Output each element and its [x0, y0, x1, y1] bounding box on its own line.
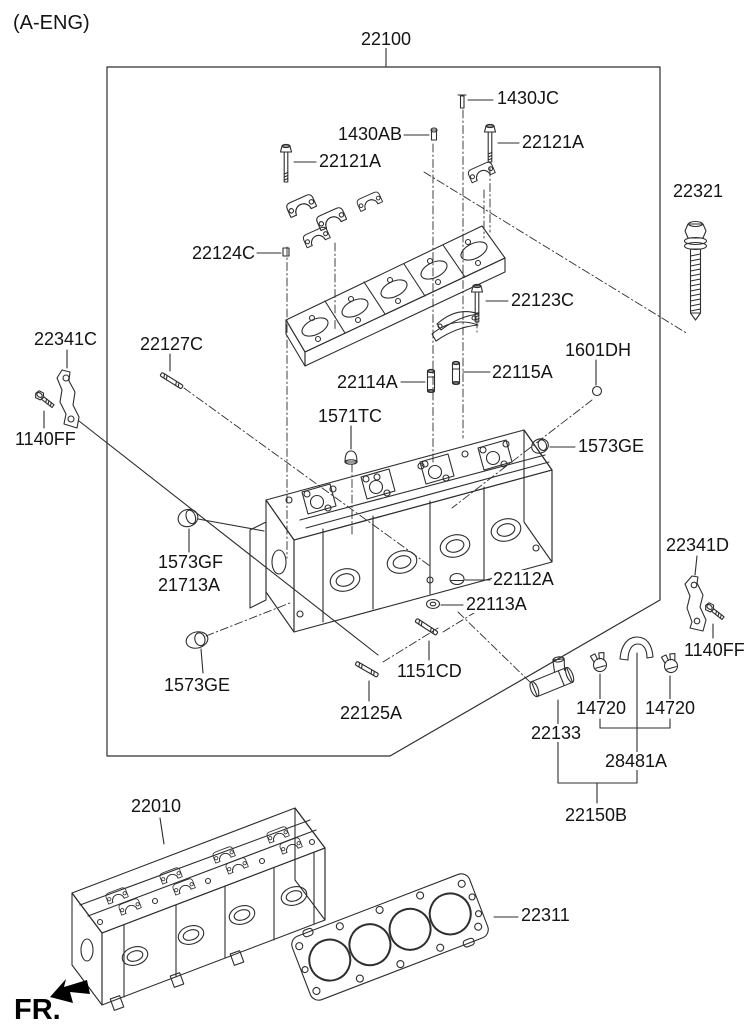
stud-1151cd-drawing [414, 617, 439, 636]
front-direction-arrow [50, 979, 90, 1003]
plug-1601dh-drawing [591, 385, 603, 397]
pin-1430ab-drawing [430, 127, 438, 141]
part-label-1430ab: 1430AB [337, 124, 404, 144]
part-label-22311: 22311 [520, 905, 571, 925]
region-tag-label: (A-ENG) [13, 12, 90, 34]
part-label-22115a: 22115A [491, 362, 554, 382]
part-label-22100: 22100 [360, 29, 413, 49]
part-label-22114a: 22114A [336, 372, 399, 392]
plug-22112a-drawing [449, 572, 465, 586]
screw-1140ff-right-drawing [703, 600, 727, 622]
clamp-14720-right-drawing [660, 652, 680, 675]
bolt-22121a-left-drawing [279, 143, 293, 183]
part-label-1430jc: 1430JC [496, 88, 561, 108]
part-label-22010: 22010 [130, 796, 183, 816]
part-label-22125a: 22125A [339, 703, 404, 723]
bracket-22341c-drawing [56, 369, 80, 429]
part-label-1601dh: 1601DH [564, 340, 633, 360]
part-label-22127c: 22127C [139, 334, 205, 354]
front-direction-label: FR. [14, 994, 61, 1024]
part-label-1573ge-right: 1573GE [577, 436, 646, 456]
stud-22125a-drawing [354, 660, 380, 678]
screw-1140ff-left-drawing [33, 388, 57, 410]
hose-28481a-drawing [619, 636, 654, 661]
part-label-22341d: 22341D [665, 535, 731, 555]
tee-fitting-22133-drawing [529, 656, 575, 698]
cap-22123c-drawing [431, 283, 484, 342]
bolt-22321-drawing [683, 220, 708, 321]
plug-1573ge-bottom-drawing [185, 631, 209, 649]
part-label-1573gf: 1573GF [157, 552, 225, 572]
part-label-21713a: 21713A [157, 575, 222, 595]
stud-22127c-drawing [159, 371, 184, 390]
part-label-28481a: 28481A [604, 751, 669, 771]
plug-1573gf-drawing [177, 508, 199, 528]
part-label-1151cd: 1151CD [396, 661, 463, 681]
part-label-14720-left: 14720 [575, 698, 628, 718]
guide-22115a-drawing [451, 360, 461, 385]
pin-22124c-drawing [282, 247, 290, 257]
part-label-22150b: 22150B [564, 805, 629, 825]
part-label-22341c: 22341C [33, 329, 99, 349]
part-label-22121a-left: 22121A [318, 151, 383, 171]
part-label-1573ge-bottom: 1573GE [163, 675, 232, 695]
head-gasket-22311-drawing [291, 873, 489, 1001]
bolt-22121a-right-drawing [483, 123, 497, 163]
part-label-1140ff-right: 1140FF [683, 640, 746, 660]
part-label-22113a: 22113A [465, 594, 528, 614]
seal-22113a-drawing [425, 598, 441, 610]
part-label-22123c: 22123C [510, 290, 576, 310]
part-label-14720-right: 14720 [644, 698, 697, 718]
part-label-22124c: 22124C [191, 243, 257, 263]
cylinder-head-drawing [249, 429, 553, 633]
part-label-1140ff-left: 1140FF [14, 429, 77, 449]
part-label-22112a: 22112A [492, 569, 555, 589]
bearing-cap-carrier-drawing [285, 225, 506, 367]
head-subassembly-22010-drawing [71, 807, 326, 1011]
part-label-22133: 22133 [530, 723, 583, 743]
guide-22114a-drawing [426, 368, 436, 393]
plug-1573ge-right-drawing [531, 438, 549, 454]
capnut-1571tc-drawing [344, 450, 358, 465]
bracket-22341d-drawing [684, 575, 707, 632]
centerlines [183, 109, 689, 686]
part-label-22321: 22321 [672, 181, 725, 201]
pin-1430jc-drawing [457, 94, 467, 109]
part-label-1571tc: 1571TC [317, 406, 384, 426]
assembly-box-22100 [106, 47, 661, 757]
leader-lines [43, 99, 714, 918]
part-label-22121a-right: 22121A [521, 132, 586, 152]
clamp-14720-left-drawing [589, 651, 609, 674]
